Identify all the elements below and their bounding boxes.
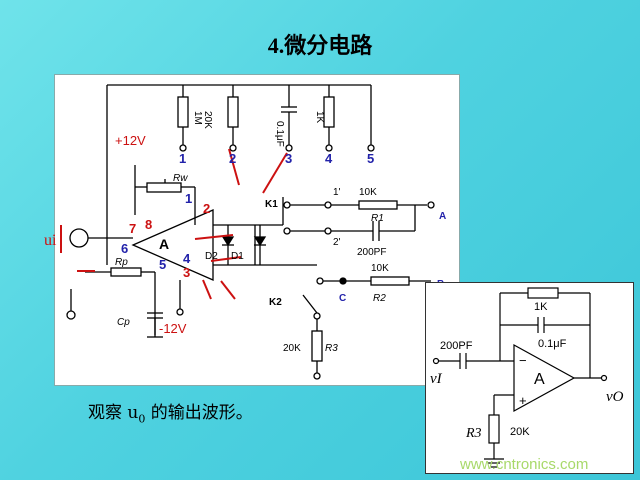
label-1m: 1M [192,111,203,125]
label-switch-1: 1' [333,187,341,198]
page-title: 4.微分电路 [267,33,373,59]
main-opamp-symbol: A [159,236,169,252]
inset-r3-name: R3 [465,426,482,441]
label-rp: Rp [115,257,128,268]
inset-input-label: vI [430,371,443,387]
label-k2: K2 [269,297,282,308]
label-1k: 1K [314,111,325,124]
label-rw: Rw [173,173,188,184]
label-c-value: 200PF [357,247,386,258]
label-r3-value: 20K [283,343,301,354]
label-d1: D1 [231,251,244,262]
terminal-5: 5 [367,151,374,166]
input-label: ui [44,232,57,249]
watermark: www.cntronics.com [460,456,589,473]
pin-3: 3 [183,265,190,280]
inset-minus: − [519,353,527,368]
terminal-1: 1 [179,151,186,166]
label-cp: Cp [117,317,130,328]
label-supply-neg: -12V [159,321,187,336]
caption: 观察 u0 的输出波形。 [88,403,253,426]
label-cap: 0.1μF [274,121,285,147]
pin-4: 4 [183,251,191,266]
main-schematic: 1M 20K 0.1μF 1K 10K R1 200PF 10K R2 20K … [60,84,446,380]
terminal-2: 2 [229,151,236,166]
label-r2-name: R2 [373,293,386,304]
label-r1-value: 10K [359,187,377,198]
terminal-4: 4 [325,151,333,166]
inset-schematic-panel: 1K 0.1μF 200PF 20K − + A R3 vI vO [425,282,634,474]
label-node-c: C [339,293,346,304]
pin-2: 2 [203,201,210,216]
pin-1: 1 [185,191,192,206]
inset-schematic: 1K 0.1μF 200PF 20K − + A R3 vI vO [430,287,624,468]
label-r3-name: R3 [325,343,338,354]
terminal-3: 3 [285,151,292,166]
label-r1-name: R1 [371,213,384,224]
inset-c-input-label: 200PF [440,340,473,352]
pin-6: 6 [121,241,128,256]
label-node-a: A [439,211,446,222]
label-supply-pos: +12V [115,133,146,148]
inset-opamp-symbol: A [534,371,545,388]
label-d2: D2 [205,251,218,262]
pin-8: 8 [145,217,152,232]
inset-r3-value: 20K [510,426,530,438]
label-r2-value: 10K [371,263,389,274]
inset-c-feedback-label: 0.1μF [538,338,567,350]
inset-plus: + [519,393,527,408]
inset-output-label: vO [606,389,624,405]
label-20k: 20K [202,111,213,129]
label-switch-2: 2' [333,237,341,248]
pin-7: 7 [129,221,136,236]
label-k1: K1 [265,199,278,210]
pin-5: 5 [159,257,166,272]
inset-r-feedback-label: 1K [534,301,548,313]
main-schematic-panel: 1M 20K 0.1μF 1K 10K R1 200PF 10K R2 20K … [54,74,460,386]
